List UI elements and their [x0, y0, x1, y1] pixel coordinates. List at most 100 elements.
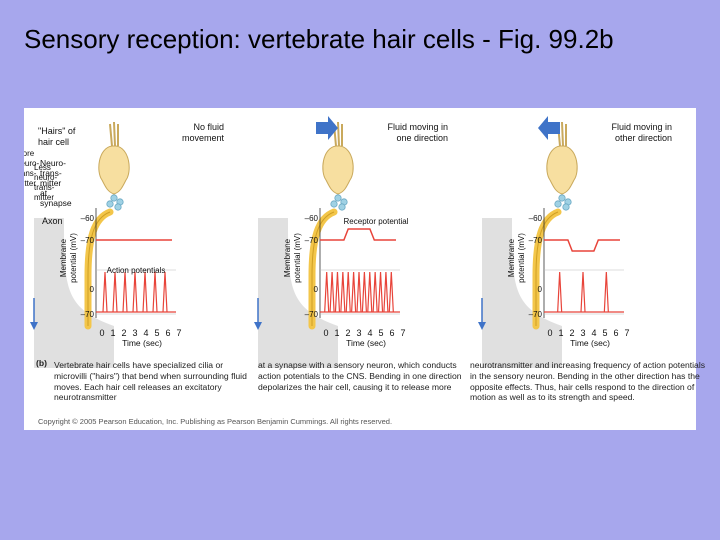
- caption-column-1: Vertebrate hair cells have specialized c…: [54, 360, 247, 403]
- x-tick-5: 5: [378, 328, 383, 338]
- caption-label: (b): [36, 358, 47, 368]
- copyright: Copyright © 2005 Pearson Education, Inc.…: [38, 417, 393, 426]
- action-potential-spike-1: [112, 271, 118, 313]
- condition-label-0: Fluid moving in: [611, 122, 672, 132]
- condition-label-1: movement: [182, 133, 225, 143]
- y-axis-label-line-2: potential (mV): [517, 233, 526, 283]
- x-axis-label: Time (sec): [346, 338, 386, 348]
- condition-label-0: No fluid: [193, 122, 224, 132]
- condition-label-1: one direction: [396, 133, 448, 143]
- label-neurotransmitter-line-4: synapse: [40, 198, 72, 208]
- x-tick-3: 3: [356, 328, 361, 338]
- fluid-flow-shape: [482, 218, 562, 368]
- label-hairs-line-1: hair cell: [38, 137, 69, 147]
- annotation-more-neurotransmitter-line-3: mitter: [24, 179, 36, 188]
- action-potential-spike-0: [324, 271, 330, 313]
- x-axis-label: Time (sec): [570, 338, 610, 348]
- hair-cell-body: [322, 145, 354, 195]
- annotation-more-neurotransmitter-line-2: trans-: [24, 169, 37, 178]
- action-potential-spike-0: [102, 271, 108, 313]
- x-tick-6: 6: [165, 328, 170, 338]
- synapse-vesicle-2: [330, 200, 338, 208]
- tick-bottom-0: 0: [90, 285, 95, 294]
- action-potential-spike-11: [383, 271, 389, 313]
- synapse-vesicle-0: [334, 194, 342, 202]
- action-potential-spike-4: [345, 271, 351, 313]
- x-tick-0: 0: [99, 328, 104, 338]
- trace-label-action-potentials: Action potentials: [107, 266, 166, 275]
- tick-bottom-0: 0: [314, 285, 319, 294]
- flow-arrow-head: [478, 322, 486, 330]
- y-axis-label-line-2: potential (mV): [69, 233, 78, 283]
- flow-arrow-head: [254, 322, 262, 330]
- tick-bottom-0: 0: [538, 285, 543, 294]
- x-tick-2: 2: [345, 328, 350, 338]
- action-potential-spike-6: [356, 271, 362, 313]
- label-neurotransmitter-line-1: trans-: [40, 168, 62, 178]
- flow-arrow-head: [30, 322, 38, 330]
- tick-top-0: –60: [81, 214, 95, 223]
- hair-cell-body: [546, 145, 578, 195]
- x-tick-1: 1: [558, 328, 563, 338]
- x-tick-6: 6: [389, 328, 394, 338]
- label-axon: Axon: [42, 216, 63, 226]
- tick-bottom-1: –70: [81, 310, 95, 319]
- x-tick-2: 2: [569, 328, 574, 338]
- sensory-neuron-axon-outline: [311, 211, 335, 326]
- condition-label-0: Fluid moving in: [387, 122, 448, 132]
- action-potential-spike-0: [557, 271, 563, 313]
- y-axis-label-line-2: potential (mV): [293, 233, 302, 283]
- action-potential-spike-8: [367, 271, 373, 313]
- x-tick-7: 7: [176, 328, 181, 338]
- action-potential-spike-1: [329, 271, 335, 313]
- condition-label-1: other direction: [615, 133, 672, 143]
- action-potential-spike-10: [377, 271, 384, 313]
- sensory-neuron-axon: [532, 208, 562, 330]
- action-potential-spike-9: [372, 271, 378, 313]
- action-potential-spike-2: [334, 271, 341, 313]
- direction-arrow-left-icon: [538, 116, 560, 140]
- synapse-vesicle-2: [106, 200, 114, 208]
- caption-column-2: at a synapse with a sensory neuron, whic…: [258, 360, 462, 392]
- synapse-vesicle-0: [558, 194, 566, 202]
- action-potential-spike-1: [580, 271, 586, 313]
- x-tick-6: 6: [613, 328, 618, 338]
- synapse-vesicle-3: [338, 203, 346, 211]
- x-tick-4: 4: [591, 328, 596, 338]
- action-potential-spike-5: [351, 271, 357, 313]
- synapse-vesicle-3: [114, 203, 122, 211]
- x-tick-2: 2: [121, 328, 126, 338]
- action-potential-spike-7: [361, 271, 367, 313]
- tick-bottom-1: –70: [305, 310, 319, 319]
- x-axis-label: Time (sec): [122, 338, 162, 348]
- x-tick-1: 1: [334, 328, 339, 338]
- x-tick-4: 4: [143, 328, 148, 338]
- x-tick-3: 3: [132, 328, 137, 338]
- hair-cell-cilia: [109, 121, 119, 147]
- trace-label-receptor-potential: Receptor potential: [344, 217, 409, 226]
- synapse-vesicle-2: [554, 200, 562, 208]
- action-potential-spike-6: [162, 271, 168, 313]
- x-tick-4: 4: [367, 328, 372, 338]
- label-hairs-line-0: "Hairs" of: [38, 126, 76, 136]
- synapse-vesicle-0: [110, 194, 118, 202]
- action-potential-spike-2: [603, 271, 609, 313]
- action-potential-spike-2: [122, 271, 128, 313]
- tick-top-1: –70: [81, 236, 95, 245]
- action-potential-spike-5: [152, 271, 158, 313]
- receptor-potential-trace: [320, 228, 396, 241]
- hair-cell-body: [98, 145, 130, 195]
- y-axis-label-line-1: Membrane: [283, 238, 292, 277]
- fluid-flow-shape: [34, 218, 114, 368]
- tick-top-0: –60: [529, 214, 543, 223]
- annotation-more-neurotransmitter-line-1: neuro-: [24, 159, 39, 168]
- x-tick-0: 0: [547, 328, 552, 338]
- receptor-potential-trace: [544, 239, 620, 252]
- label-neurotransmitter-line-2: mitter: [40, 178, 61, 188]
- annotation-less-neurotransmitter-line-1: neuro-: [34, 173, 57, 182]
- label-neurotransmitter-line-3: at: [40, 188, 48, 198]
